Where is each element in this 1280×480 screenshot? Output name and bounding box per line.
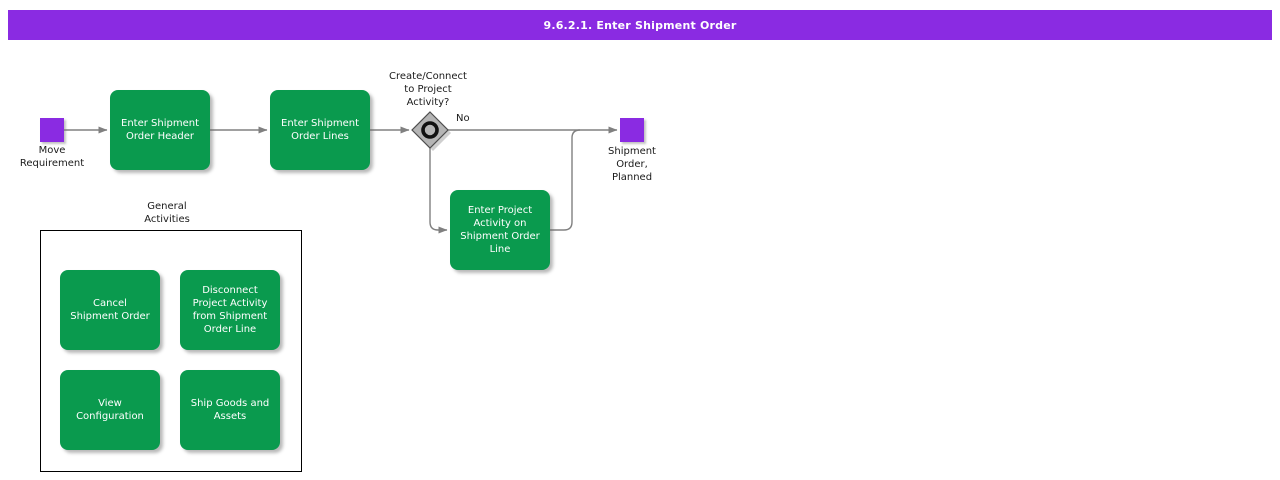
activity-ship-goods-and-assets[interactable]: Ship Goods and Assets <box>180 370 280 450</box>
gateway-diamond <box>411 111 449 149</box>
decision-gateway <box>411 111 451 151</box>
activity-disconnect-project-activity-from-shipment-order-line[interactable]: Disconnect Project Activity from Shipmen… <box>180 270 280 350</box>
start-event-move-requirement[interactable] <box>40 118 64 142</box>
title-bar: 9.6.2.1. Enter Shipment Order <box>8 10 1272 40</box>
end-event-label: Shipment Order, Planned <box>608 146 656 183</box>
activity-enter-shipment-order-lines[interactable]: Enter Shipment Order Lines <box>270 90 370 170</box>
page-title: 9.6.2.1. Enter Shipment Order <box>543 18 737 32</box>
connector-gateway-to-project-activity <box>429 148 448 234</box>
decision-question-label: Create/Connect to Project Activity? <box>389 71 467 108</box>
activity-view-configuration[interactable]: View Configuration <box>60 370 160 450</box>
activity-cancel-shipment-order[interactable]: Cancel Shipment Order <box>60 270 160 350</box>
activity-enter-shipment-order-header[interactable]: Enter Shipment Order Header <box>110 90 210 170</box>
gateway-circle-icon <box>421 121 439 139</box>
end-event-shipment-order-planned[interactable] <box>620 118 644 142</box>
decision-no-branch-label: No <box>456 113 470 124</box>
activity-enter-project-activity-on-shipment-order-line[interactable]: Enter Project Activity on Shipment Order… <box>450 190 550 270</box>
general-activities-box <box>40 230 302 472</box>
connector-project-activity-merge <box>550 129 581 231</box>
start-event-label: Move Requirement <box>19 145 85 169</box>
general-activities-title: General Activities <box>144 201 190 225</box>
